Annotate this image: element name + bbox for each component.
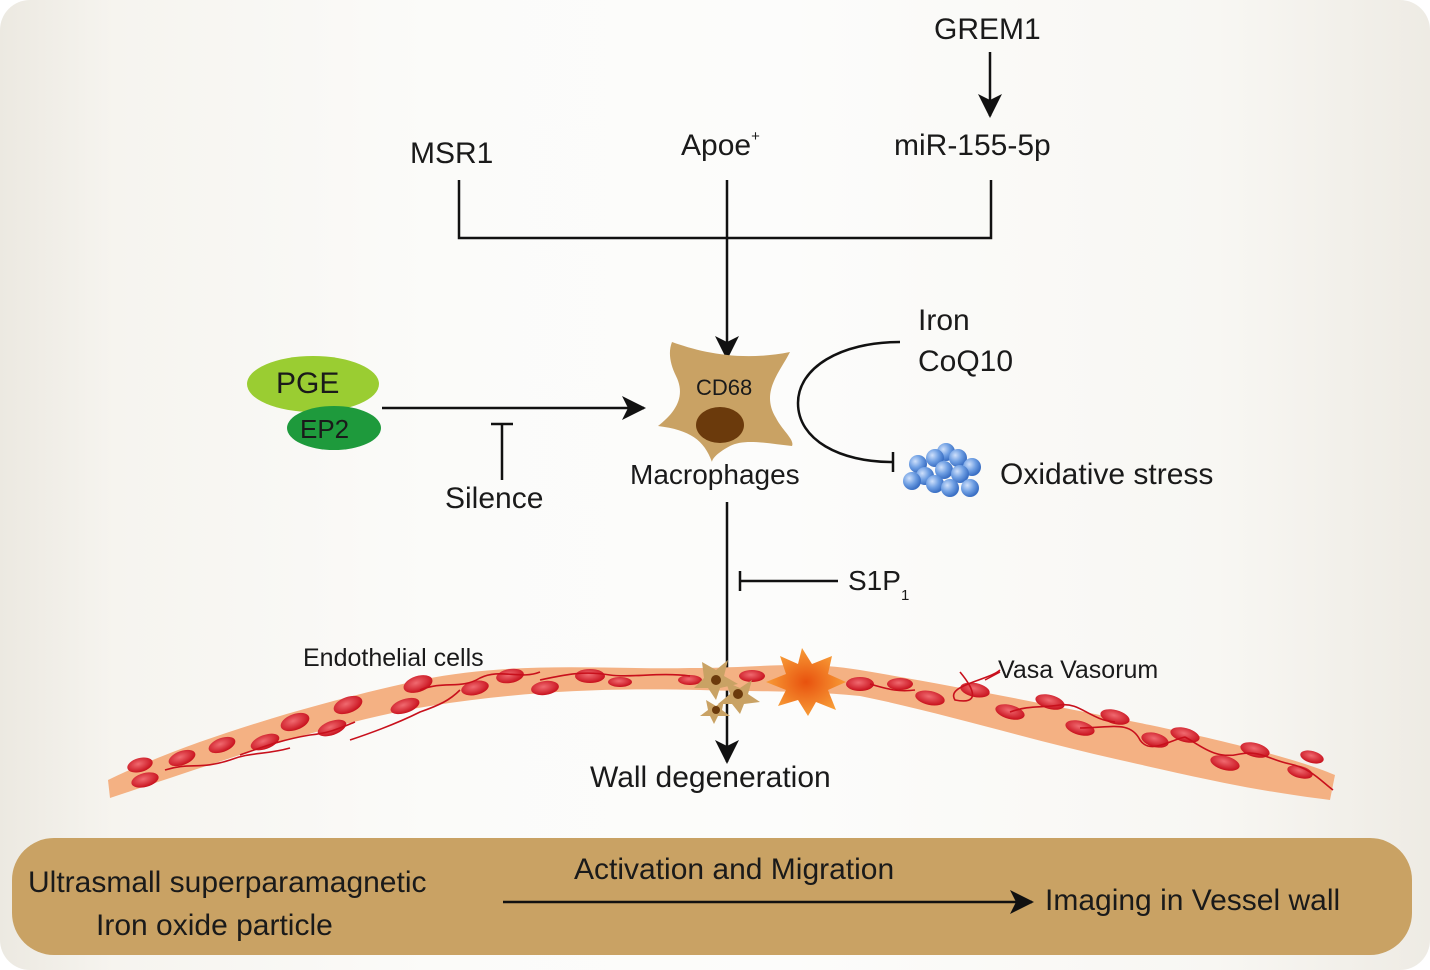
s1p-subscript: 1	[900, 587, 910, 604]
endothelial-nuclei	[127, 668, 1324, 788]
iron-label: Iron	[918, 304, 970, 337]
vasa-vasorum-pointer	[984, 671, 1001, 681]
oxidative-stress-cluster	[903, 443, 981, 497]
grem1-label: GREM1	[934, 13, 1041, 46]
cd68-label: CD68	[696, 375, 753, 400]
bottom-summary-bar	[12, 838, 1412, 955]
coq10-label: CoQ10	[918, 345, 1014, 378]
s1p-text: S1P	[848, 565, 901, 596]
uspio-line1-label: Ultrasmall superparamagnetic	[28, 866, 427, 899]
mir-155-5p-label: miR-155-5p	[894, 129, 1051, 162]
s1p-inhibitor	[738, 571, 838, 591]
apoe-label: Apoe+	[681, 128, 760, 162]
wall-degeneration-label: Wall degeneration	[590, 761, 831, 794]
rupture-burst	[766, 648, 846, 716]
ep2-ellipse	[287, 406, 381, 450]
endothelial-cells-label: Endothelial cells	[303, 644, 484, 672]
msr1-text: MSR1	[410, 137, 494, 170]
macrophages-label: Macrophages	[630, 459, 800, 490]
macrophage-cell	[658, 342, 793, 462]
vasa-vasorum-label: Vasa Vasorum	[998, 656, 1159, 684]
pge-label: PGE	[276, 367, 340, 400]
vasa-vasorum-vessels	[164, 669, 1334, 791]
s1p1-label: S1P1	[848, 565, 909, 604]
apoe-text: Apoe	[681, 129, 752, 162]
uspio-line2-label: Iron oxide particle	[96, 909, 333, 942]
ep2-label: EP2	[300, 414, 350, 444]
iron-coq10-inhibition-curve	[796, 340, 901, 464]
apoe-superscript: +	[751, 128, 760, 145]
silence-label: Silence	[445, 482, 544, 515]
convergence-bracket	[457, 180, 993, 240]
imaging-vessel-wall-label: Imaging in Vessel wall	[1045, 884, 1341, 917]
activation-migration-label: Activation and Migration	[574, 853, 895, 886]
pge-ellipse	[247, 356, 379, 412]
msr1-label: MSR1	[410, 139, 493, 169]
oxidative-stress-label: Oxidative stress	[1000, 458, 1214, 491]
macrophage-nucleus	[696, 407, 744, 443]
migrating-macrophages	[694, 660, 760, 724]
silence-inhibitor	[491, 422, 513, 480]
